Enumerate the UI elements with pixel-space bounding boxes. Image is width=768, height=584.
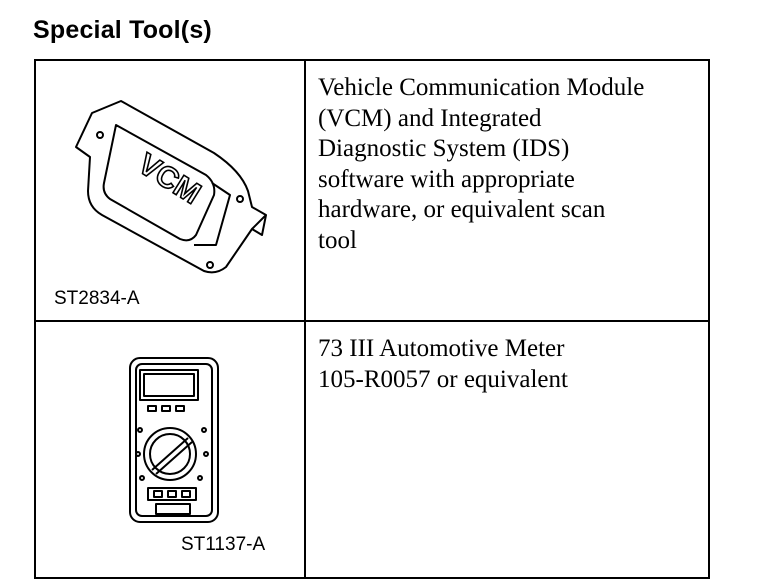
section-title: Special Tool(s) <box>33 16 212 44</box>
tool-image-cell: ST1137-A <box>34 320 306 579</box>
multimeter-icon <box>129 357 219 523</box>
tool-description: 73 III Automotive Meter 105-R0057 or equ… <box>318 335 568 393</box>
table-row: ST1137-A 73 III Automotive Meter 105-R00… <box>34 320 710 579</box>
tool-description: Vehicle Communication Module (VCM) and I… <box>318 74 645 254</box>
vcm-module-icon: VCM <box>75 100 267 274</box>
tool-description-cell: Vehicle Communication Module (VCM) and I… <box>304 59 710 322</box>
table-row: VCM ST2834-A Vehicle Communication Modul… <box>34 59 710 322</box>
tool-image-cell: VCM ST2834-A <box>34 59 306 322</box>
tool-code: ST1137-A <box>181 534 266 555</box>
tool-code: ST2834-A <box>54 288 140 309</box>
tool-description-cell: 73 III Automotive Meter 105-R0057 or equ… <box>304 320 710 579</box>
vcm-label: VCM <box>132 147 206 210</box>
special-tools-table: VCM ST2834-A Vehicle Communication Modul… <box>34 59 710 579</box>
